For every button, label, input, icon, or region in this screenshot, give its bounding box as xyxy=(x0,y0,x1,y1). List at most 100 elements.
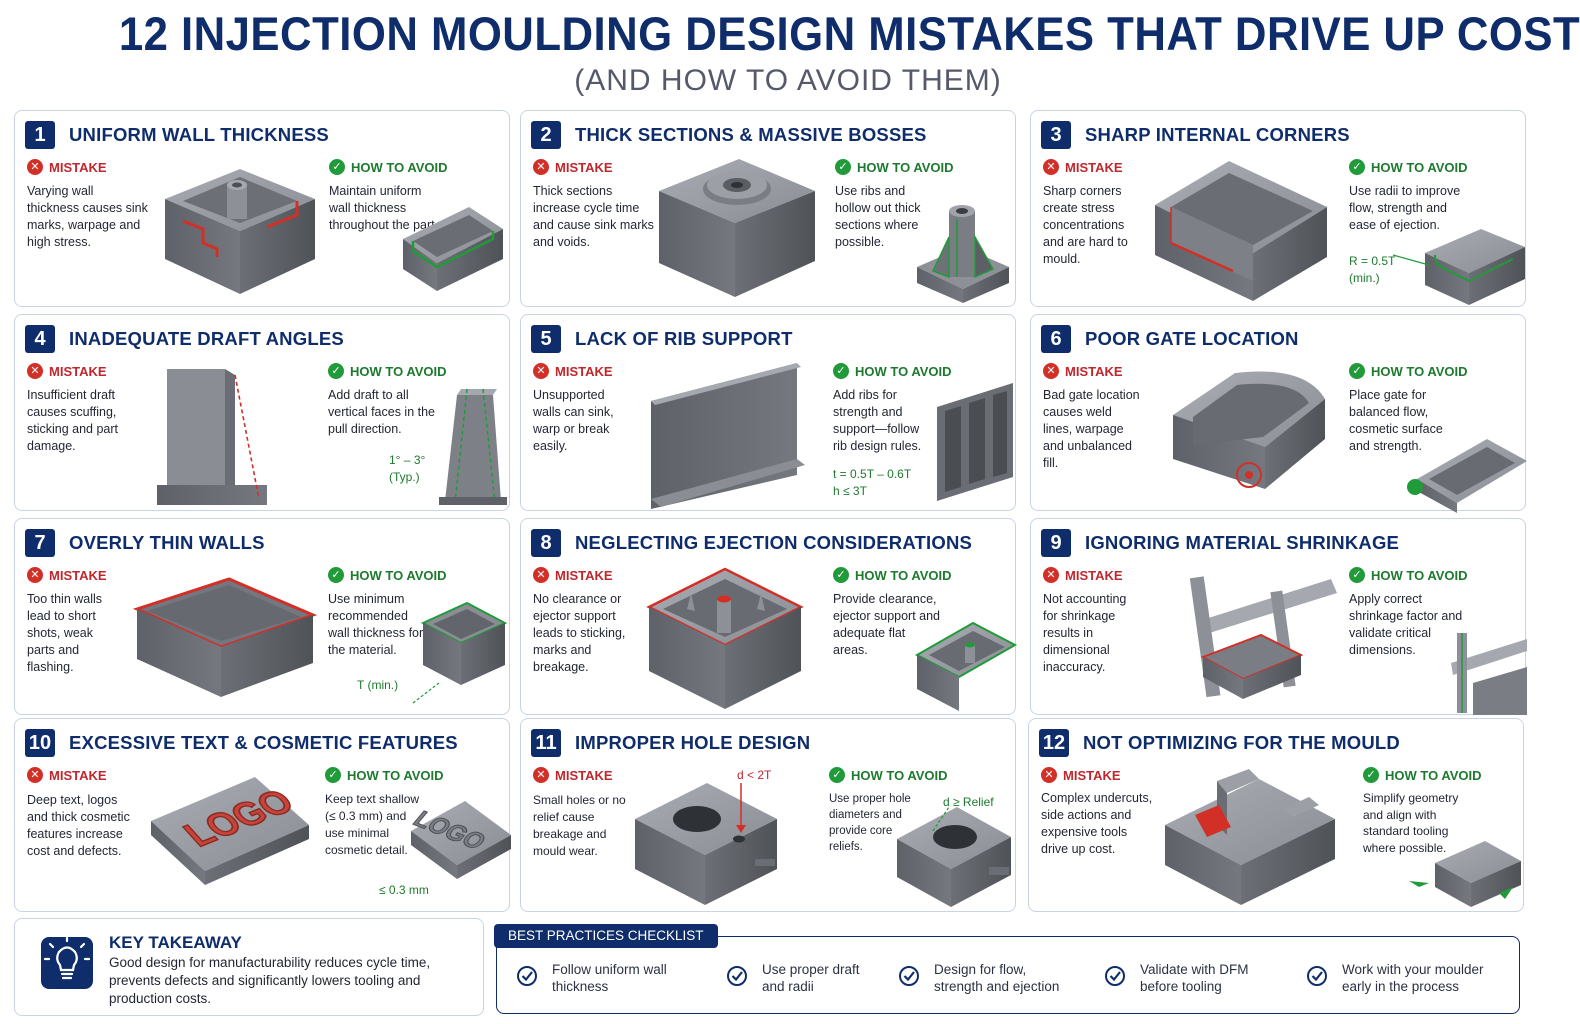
checklist-item-text: Work with your moulder early in the proc… xyxy=(1342,962,1484,994)
card-title: NEGLECTING EJECTION CONSIDERATIONS xyxy=(575,532,973,553)
mistake-gate-figure xyxy=(1173,371,1325,489)
card-optimizing-mould: 12 NOT OPTIMIZING FOR THE MOULD ✕MISTAKE… xyxy=(1028,718,1524,912)
card-title: THICK SECTIONS & MASSIVE BOSSES xyxy=(575,124,927,145)
card-title: IGNORING MATERIAL SHRINKAGE xyxy=(1085,532,1400,553)
card-number: 10 xyxy=(25,729,55,757)
card-number: 6 xyxy=(1041,325,1071,353)
mistake-wall-figure xyxy=(651,363,805,509)
avoid-text: Place gate for balanced flow, cosmetic s… xyxy=(1349,388,1443,453)
avoid-label: ✓HOW TO AVOID xyxy=(835,159,954,175)
card-number: 8 xyxy=(531,529,561,557)
x-circle-icon: ✕ xyxy=(1043,159,1059,175)
check-circle-icon xyxy=(1105,966,1125,986)
mistake-text: Insufficient draft causes scuffing, stic… xyxy=(27,388,119,453)
check-circle-icon xyxy=(1307,966,1327,986)
checklist-item-text: Use proper draft and radii xyxy=(762,962,860,994)
mistake-text: Bad gate location causes weld lines, war… xyxy=(1043,388,1140,470)
mistake-text: Thick sections increase cycle time and c… xyxy=(533,184,654,249)
mistake-text: Small holes or no relief cause breakage … xyxy=(533,793,626,858)
key-takeaway-panel: KEY TAKEAWAY Good design for manufactura… xyxy=(14,918,484,1016)
avoid-ejection-figure xyxy=(914,621,1018,711)
mistake-label: ✕MISTAKE xyxy=(1043,363,1123,379)
card-number: 5 xyxy=(531,325,561,353)
card-uniform-wall-thickness: 1 UNIFORM WALL THICKNESS ✕MISTAKE Varyin… xyxy=(14,110,510,307)
x-circle-icon: ✕ xyxy=(1043,567,1059,583)
avoid-label: ✓HOW TO AVOID xyxy=(1349,159,1468,175)
card-title: POOR GATE LOCATION xyxy=(1085,328,1299,349)
avoid-label: ✓HOW TO AVOID xyxy=(325,767,444,783)
card-rib-support: 5 LACK OF RIB SUPPORT ✕MISTAKE Unsupport… xyxy=(520,314,1016,511)
rib-note: t = 0.5T – 0.6T xyxy=(833,467,912,481)
mistake-ejection-figure xyxy=(646,567,804,709)
avoid-label: ✓HOW TO AVOID xyxy=(833,567,952,583)
mistake-label: ✕MISTAKE xyxy=(27,767,107,783)
mistake-label: ✕MISTAKE xyxy=(533,363,613,379)
card-title: INADEQUATE DRAFT ANGLES xyxy=(69,328,344,349)
card-title: IMPROPER HOLE DESIGN xyxy=(575,732,811,753)
avoid-text: Use radii to improve flow, strength and … xyxy=(1349,184,1461,232)
mistake-thin-box-figure xyxy=(132,577,318,697)
mistake-label: ✕MISTAKE xyxy=(27,159,107,175)
x-circle-icon: ✕ xyxy=(533,767,549,783)
check-circle-icon: ✓ xyxy=(833,567,849,583)
radius-note-sub: (min.) xyxy=(1349,271,1380,285)
x-circle-icon: ✕ xyxy=(27,363,43,379)
rib-note-sub: h ≤ 3T xyxy=(833,484,867,498)
thickness-note: T (min.) xyxy=(357,678,399,692)
card-sharp-internal-corners: 3 SHARP INTERNAL CORNERS ✕MISTAKE Sharp … xyxy=(1030,110,1526,307)
x-circle-icon: ✕ xyxy=(1041,767,1057,783)
card-number: 7 xyxy=(25,529,55,557)
hole-size-note: d < 2T xyxy=(737,768,772,782)
mistake-undercut-figure xyxy=(1165,769,1335,905)
card-draft-angles: 4 INADEQUATE DRAFT ANGLES ✕MISTAKE Insuf… xyxy=(14,314,510,511)
mistake-label: ✕MISTAKE xyxy=(1043,567,1123,583)
card-number: 9 xyxy=(1041,529,1071,557)
mistake-text: Sharp corners create stress concentratio… xyxy=(1043,184,1128,266)
avoid-ribs-figure xyxy=(937,383,1013,501)
checklist-title: BEST PRACTICES CHECKLIST xyxy=(494,924,718,948)
avoid-simplified-figure xyxy=(1409,841,1521,907)
avoid-label: ✓HOW TO AVOID xyxy=(1349,363,1468,379)
check-circle-icon: ✓ xyxy=(833,363,849,379)
check-circle-icon: ✓ xyxy=(1363,767,1379,783)
avoid-gate-figure xyxy=(1407,439,1527,513)
card-ejection: 8 NEGLECTING EJECTION CONSIDERATIONS ✕MI… xyxy=(520,518,1018,715)
x-circle-icon: ✕ xyxy=(1043,363,1059,379)
card-title: EXCESSIVE TEXT & COSMETIC FEATURES xyxy=(69,732,458,753)
card-thin-walls: 7 OVERLY THIN WALLS ✕MISTAKE Too thin wa… xyxy=(14,518,510,715)
avoid-label: ✓HOW TO AVOID xyxy=(329,159,448,175)
mistake-label: ✕MISTAKE xyxy=(1041,767,1121,783)
best-practices-panel xyxy=(496,936,1520,1014)
avoid-text: Provide clearance, ejector support and a… xyxy=(833,592,941,657)
check-circle-icon: ✓ xyxy=(1349,159,1365,175)
checklist-item-text: Validate with DFM before tooling xyxy=(1140,962,1249,994)
mistake-label: ✕MISTAKE xyxy=(533,159,613,175)
card-number: 4 xyxy=(25,325,55,353)
x-circle-icon: ✕ xyxy=(533,159,549,175)
avoid-boss-figure xyxy=(917,205,1009,303)
card-title: SHARP INTERNAL CORNERS xyxy=(1085,124,1350,145)
mistake-label: ✕MISTAKE xyxy=(533,567,613,583)
draft-note: 1° – 3° xyxy=(389,453,426,467)
avoid-label: ✓HOW TO AVOID xyxy=(1349,567,1468,583)
x-circle-icon: ✕ xyxy=(27,567,43,583)
card-material-shrinkage: 9 IGNORING MATERIAL SHRINKAGE ✕MISTAKE N… xyxy=(1030,518,1527,715)
x-circle-icon: ✕ xyxy=(27,767,43,783)
check-circle-icon: ✓ xyxy=(1349,363,1365,379)
check-circle-icon: ✓ xyxy=(328,567,344,583)
mistake-logo-figure: LOGO xyxy=(151,777,309,885)
card-gate-location: 6 POOR GATE LOCATION ✕MISTAKE Bad gate l… xyxy=(1030,314,1527,513)
mistake-wall-figure xyxy=(157,369,267,505)
checklist-item: Follow uniform wall thickness xyxy=(516,961,682,995)
x-circle-icon: ✕ xyxy=(533,567,549,583)
mistake-caliper-figure xyxy=(1189,576,1337,699)
checklist-item-text: Design for flow, strength and ejection xyxy=(934,962,1060,994)
card-thick-sections: 2 THICK SECTIONS & MASSIVE BOSSES ✕MISTA… xyxy=(520,110,1016,307)
avoid-text: Use ribs and hollow out thick sections w… xyxy=(835,184,921,249)
avoid-text: Use minimum recommended wall thickness f… xyxy=(328,592,424,657)
avoid-label: ✓HOW TO AVOID xyxy=(833,363,952,379)
avoid-text: Simplify geometry and align with standar… xyxy=(1363,791,1459,855)
mistake-text: Too thin walls lead to short shots, weak… xyxy=(27,592,103,674)
avoid-logo-figure: LOGO xyxy=(407,801,511,879)
check-circle-icon: ✓ xyxy=(329,159,345,175)
